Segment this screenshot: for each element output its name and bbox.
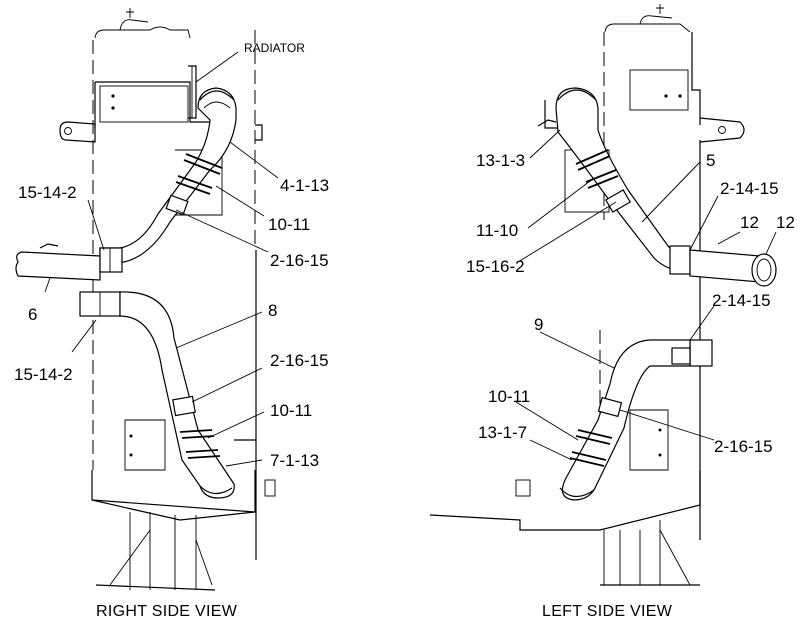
lower-outlet-box-left <box>689 339 713 367</box>
callout-13-1-3: 13-1-3 <box>476 151 525 170</box>
callout-4-1-13: 4-1-13 <box>280 176 329 195</box>
callout-2-16-15-lower: 2-16-15 <box>270 351 329 370</box>
upper-tube <box>99 87 237 263</box>
callout-15-14-2-upper: 15-14-2 <box>18 183 77 202</box>
callout-15-16-2: 15-16-2 <box>466 257 525 276</box>
caption-right-side-view: RIGHT SIDE VIEW <box>96 603 238 620</box>
right-side-view <box>15 8 279 591</box>
callout-2-14-15-upper: 2-14-15 <box>720 179 779 198</box>
lower-tube-left <box>561 339 691 501</box>
callout-13-1-7: 13-1-7 <box>478 423 527 442</box>
caption-left-side-view: LEFT SIDE VIEW <box>542 603 673 620</box>
callout-12-first: 12 <box>740 213 759 232</box>
callout-10-11-upper: 10-11 <box>268 215 310 234</box>
callout-8: 8 <box>268 301 277 320</box>
callout-2-16-15-left: 2-16-15 <box>714 437 773 456</box>
callout-15-14-2-lower: 15-14-2 <box>14 365 73 384</box>
callout-9: 9 <box>534 315 543 334</box>
callout-11-10: 11-10 <box>476 221 518 240</box>
callout-7-1-13: 7-1-13 <box>270 451 319 470</box>
lower-tube <box>119 291 235 499</box>
callout-10-11-left: 10-11 <box>488 387 530 406</box>
upper-tube-left <box>555 87 691 273</box>
callout-12-second: 12 <box>776 213 795 232</box>
callout-2-14-15-lower: 2-14-15 <box>712 291 771 310</box>
left-side-view <box>429 4 777 586</box>
callout-6: 6 <box>28 305 37 324</box>
callout-radiator: RADIATOR <box>244 41 305 55</box>
callout-5: 5 <box>706 151 715 170</box>
callout-2-16-15-upper: 2-16-15 <box>270 251 329 270</box>
callout-10-11-lower: 10-11 <box>270 401 312 420</box>
